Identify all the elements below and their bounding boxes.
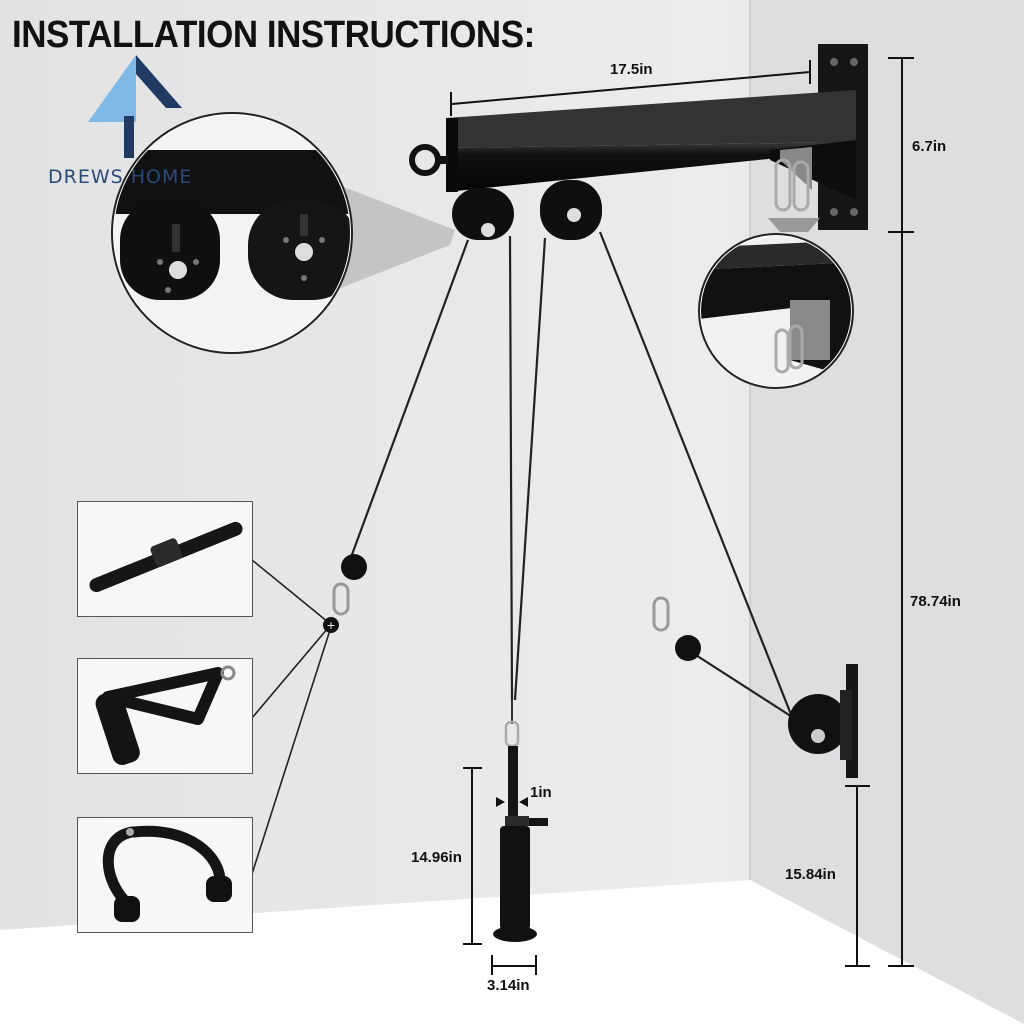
house-logo-icon — [88, 55, 182, 158]
accessory-panel-straight-bar — [77, 501, 253, 617]
svg-text:+: + — [326, 619, 335, 632]
top-pulley-left — [452, 188, 514, 240]
bracket-zoom-callout — [698, 233, 854, 389]
bracket-arm — [446, 90, 856, 200]
strap — [768, 218, 820, 232]
carabiner-left — [332, 582, 350, 616]
tricep-rope-icon — [102, 825, 232, 922]
dimension-lower-pulley-height: 15.84in — [785, 866, 836, 883]
top-pulley-right — [540, 180, 602, 240]
pin-width-arrows — [496, 797, 528, 807]
dimension-loading-pin-height: 14.96in — [411, 849, 462, 866]
cables — [348, 231, 801, 723]
eye-bolt — [409, 144, 448, 176]
d-handle-icon — [95, 665, 236, 765]
dimension-lines — [450, 57, 914, 975]
accessory-panel-tricep-rope — [77, 817, 253, 933]
connector-ring — [323, 617, 339, 633]
accessory-panel-d-handle — [77, 658, 253, 774]
carabiner-right — [652, 596, 670, 632]
floor — [0, 880, 1024, 1024]
dimension-total-height: 78.74in — [910, 593, 961, 610]
dimension-pin-diameter: 1in — [530, 784, 552, 801]
brand-name: DREWS HOME — [48, 166, 193, 188]
dimension-base-diameter: 3.14in — [487, 977, 530, 994]
dimension-arm-length: 17.5in — [610, 61, 653, 78]
pulley-zoom-callout — [111, 112, 455, 354]
loading-pin — [493, 700, 548, 942]
carabiner-pair — [774, 158, 810, 212]
page-title: INSTALLATION INSTRUCTIONS: — [12, 14, 535, 56]
callout-lines — [251, 559, 331, 875]
straight-bar-icon — [89, 521, 243, 593]
cable-stop-ball — [341, 554, 367, 580]
cable-stop-ball-right — [675, 635, 701, 661]
lower-wall-pulley — [788, 664, 858, 778]
dimension-wall-plate-height: 6.7in — [912, 138, 947, 155]
